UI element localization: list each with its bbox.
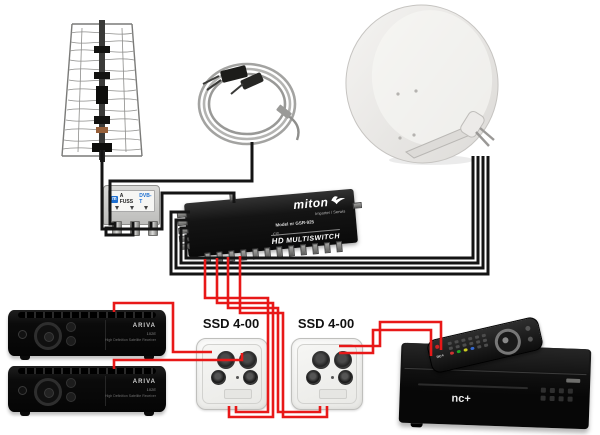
ok-button	[66, 392, 76, 402]
hd-mark: HD	[271, 235, 285, 246]
device-foot	[20, 356, 30, 360]
tv-antenna	[52, 20, 152, 162]
coax-coil-graphic	[197, 62, 300, 146]
vent-grille	[18, 312, 156, 318]
multiswitch-output-10	[311, 242, 319, 255]
multiswitch-sat-input-3	[178, 227, 189, 235]
combiner-brand-icon: m	[111, 195, 118, 203]
menu-button	[66, 378, 76, 388]
receiver-model: 102E	[146, 387, 156, 392]
outlet2-sat-port	[334, 351, 352, 369]
panel-seam	[105, 320, 106, 350]
receiver-subtitle: High Definition Satellite Receiver	[105, 338, 156, 342]
outlet2-aux-port-1	[306, 370, 321, 385]
menu-button	[66, 322, 76, 332]
device-foot	[144, 356, 154, 360]
swallow-logo-icon	[331, 196, 346, 205]
device-foot	[144, 412, 154, 416]
coax-plug-icon	[202, 65, 292, 119]
outlet2-tv-port	[312, 351, 330, 369]
satellite-dish	[336, 2, 508, 170]
multiswitch-sat-input-2	[177, 219, 188, 227]
coax-cable-coil	[185, 52, 317, 152]
satellite-dish-graphic	[345, 4, 499, 165]
remote-button	[524, 325, 531, 332]
multiswitch-sat-input-4	[178, 235, 190, 243]
multiswitch: miton Importer / Serwis Model nr GSR-925…	[176, 188, 363, 264]
satellite-receiver-2: ARIVA 102E High Definition Satellite Rec…	[8, 366, 166, 416]
yellow-key-icon	[463, 348, 468, 352]
receiver-brand: ARIVA	[132, 323, 156, 329]
front-buttons	[540, 387, 574, 402]
outlet1-sat-port	[239, 351, 257, 369]
display-window	[566, 378, 581, 383]
multiswitch-output-2	[216, 251, 224, 263]
dpad-control	[34, 378, 62, 406]
multiswitch-side-port	[352, 202, 363, 209]
outlet1-tv-port	[217, 351, 235, 369]
multiswitch-output-3	[228, 250, 236, 262]
combiner-title: A FUSS	[119, 193, 134, 205]
wall-outlet-2	[291, 338, 363, 410]
outlet-recess	[224, 389, 252, 399]
combiner-label: m A FUSS DVB-T	[108, 190, 155, 212]
outlet-recess	[319, 389, 347, 399]
dpad-control	[34, 322, 62, 350]
red-key-icon	[449, 351, 455, 356]
wall-outlet-1	[196, 338, 268, 410]
multiswitch-output-1	[204, 252, 212, 264]
vent-grille	[18, 368, 156, 374]
satellite-receiver-1: ARIVA 102E High Definition Satellite Rec…	[8, 310, 166, 360]
remote-dpad	[492, 326, 524, 358]
nc-plus-logo: nc+	[451, 392, 472, 406]
multiswitch-output-7	[276, 246, 284, 258]
outlet-screw	[236, 376, 239, 379]
power-button	[18, 330, 27, 339]
multiswitch-terrestrial-input-port	[229, 192, 236, 202]
combiner-port-arrows	[109, 205, 154, 210]
multiswitch-sat-input-5	[179, 243, 190, 251]
multiswitch-output-8	[288, 245, 295, 257]
panel-seam	[105, 376, 106, 406]
blue-key-icon	[470, 346, 475, 351]
multiswitch-output-5	[252, 248, 260, 260]
outlet2-aux-port-2	[338, 370, 353, 385]
combiner-badge: DVB-T	[139, 193, 152, 205]
combiner-port-2	[130, 221, 140, 236]
outlet1-aux-port-2	[243, 370, 258, 385]
multiswitch-output-6	[264, 247, 272, 259]
multiswitch-model-text: Model nr GSR-925	[275, 219, 315, 228]
multiswitch-output-4	[240, 249, 248, 261]
receiver-brand: ARIVA	[132, 379, 156, 385]
ok-button	[66, 336, 76, 346]
combiner-port-3	[148, 221, 158, 236]
remote-button	[527, 336, 534, 343]
green-key-icon	[456, 349, 462, 354]
remote-keypad	[447, 333, 489, 356]
multiswitch-sat-input-1	[176, 211, 188, 219]
multiswitch-output-12	[335, 240, 343, 253]
outlet1-aux-port-1	[211, 370, 226, 385]
outlet-screw	[331, 376, 334, 379]
tv-sat-combiner: m A FUSS DVB-T	[103, 185, 160, 236]
remote-logo: nc+	[435, 352, 445, 360]
disc-slot	[417, 383, 528, 390]
device-foot	[410, 423, 423, 428]
outlet-faceplate	[297, 344, 357, 404]
tv-antenna-graphic	[61, 20, 143, 162]
outlet-1-label: SSD 4-00	[202, 316, 260, 331]
receiver-subtitle: High Definition Satellite Receiver	[105, 394, 156, 398]
multiswitch-output-11	[323, 241, 331, 254]
remote-power-button	[434, 344, 440, 350]
multiswitch-output-9	[299, 244, 307, 256]
outlet-2-label: SSD 4-00	[297, 316, 355, 331]
power-button	[18, 386, 27, 395]
combiner-port-1	[112, 221, 122, 236]
receiver-model: 102E	[146, 331, 156, 336]
outlet-faceplate	[202, 344, 262, 404]
device-foot	[20, 412, 30, 416]
